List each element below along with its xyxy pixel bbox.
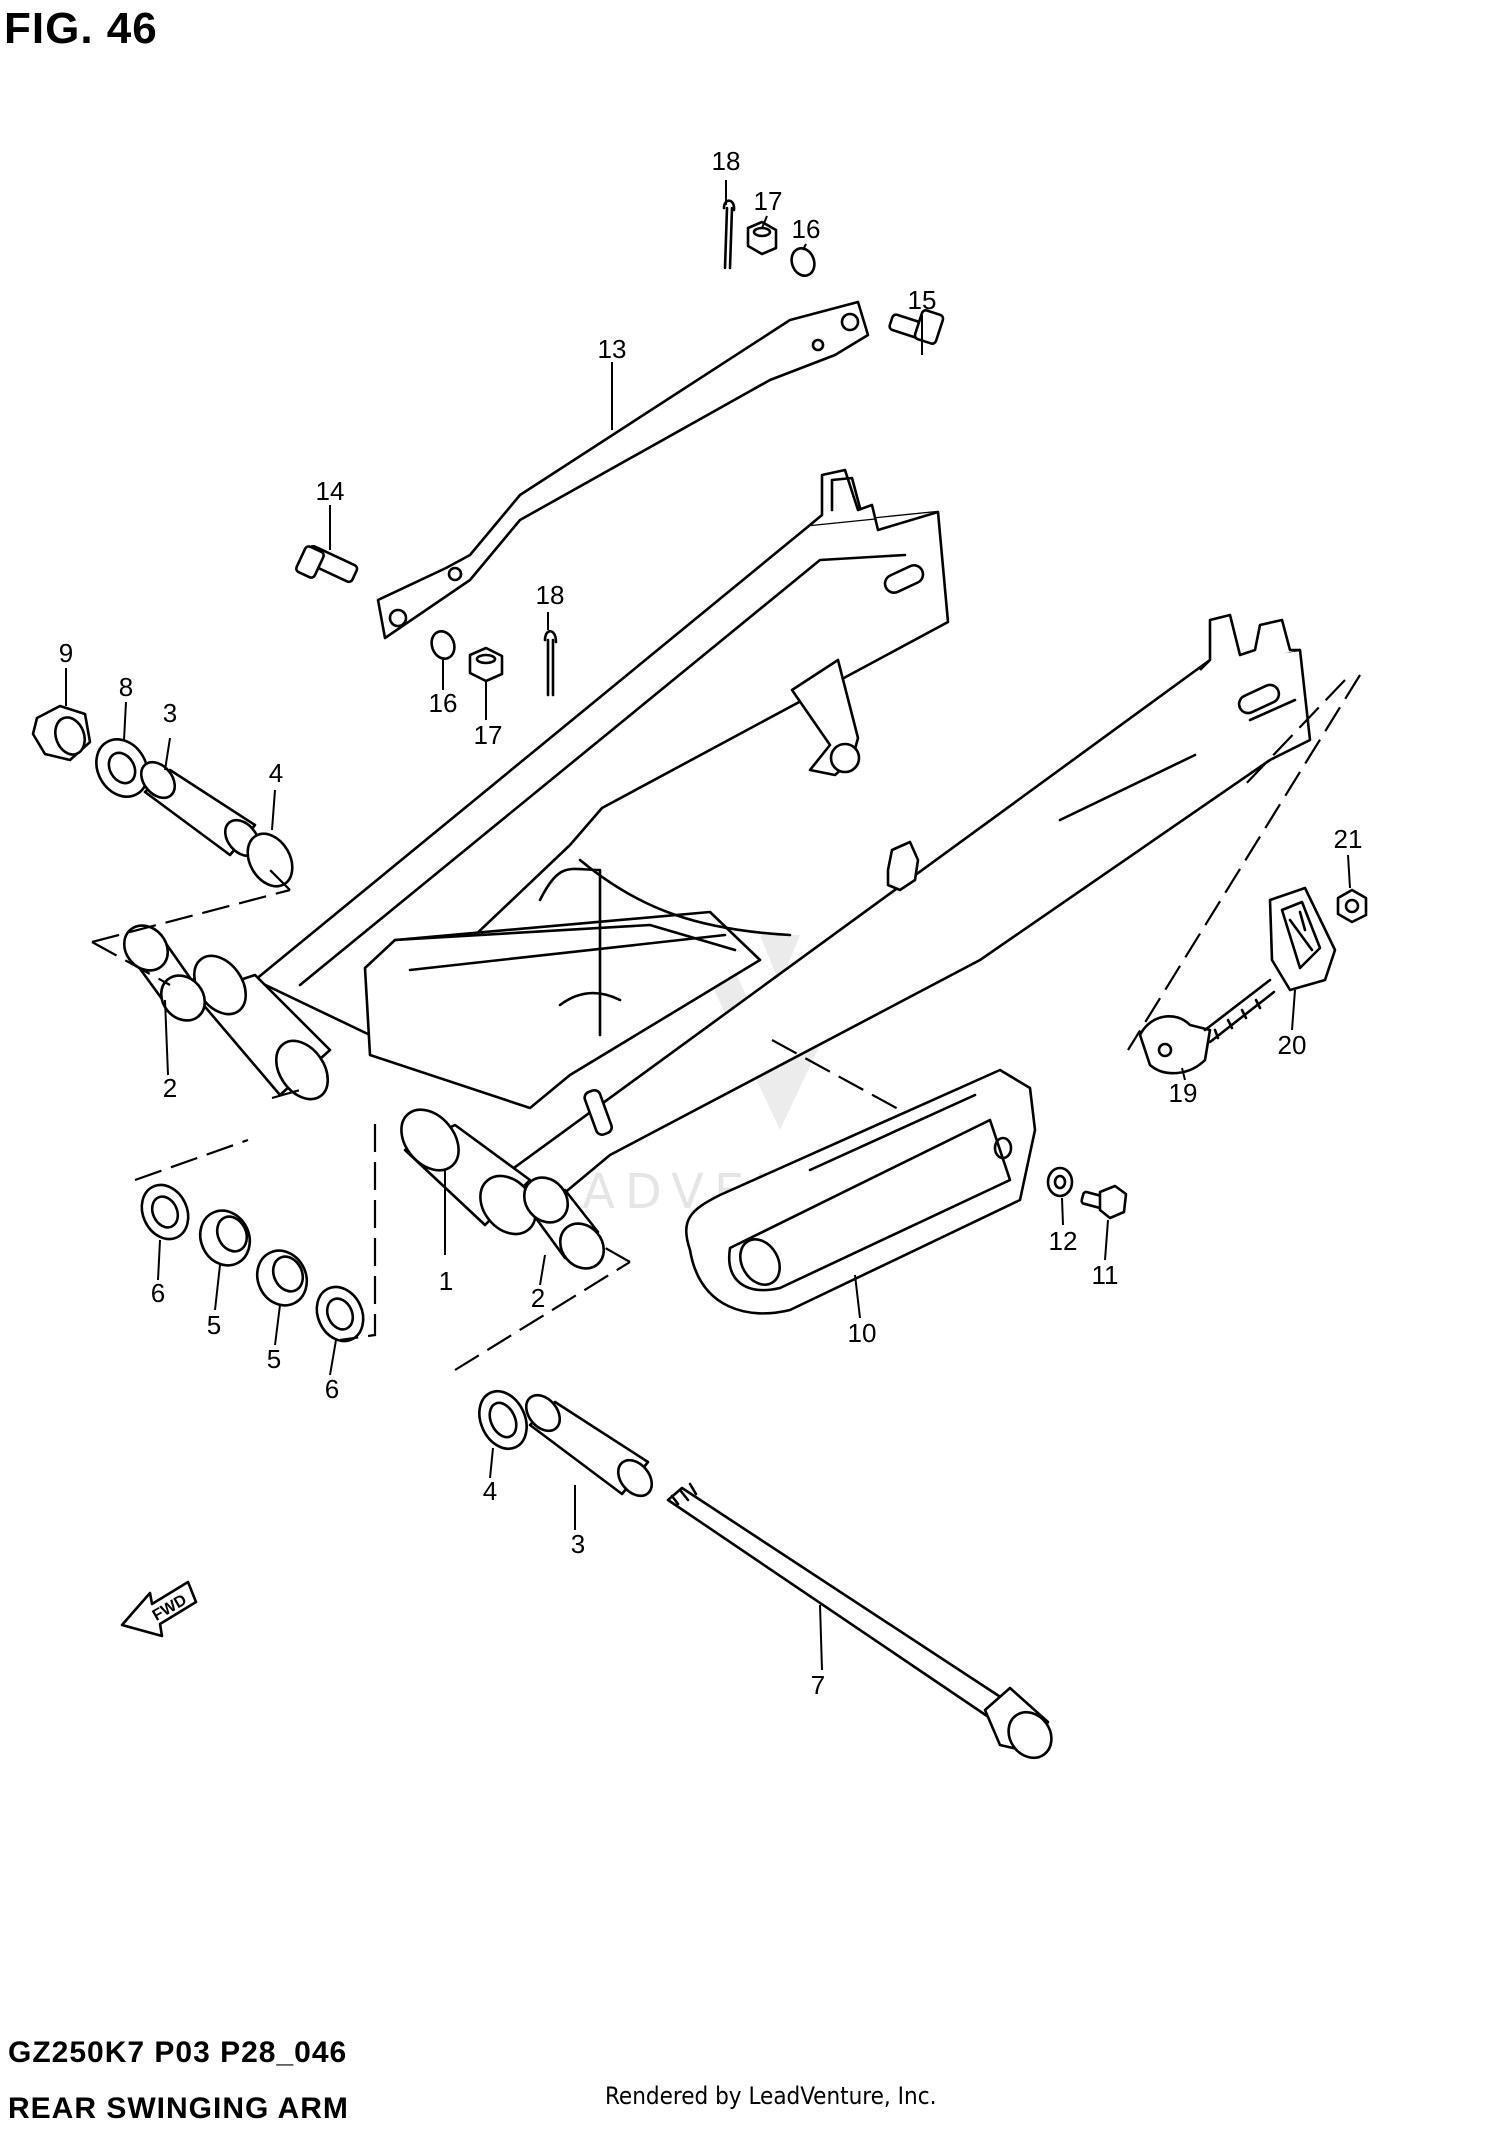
callout-label: 9 bbox=[59, 638, 73, 668]
pivot-shaft-7-icon bbox=[666, 1482, 1053, 1760]
callout-label: 18 bbox=[712, 146, 741, 176]
nut-17-lower-icon bbox=[468, 646, 504, 683]
callout-label: 12 bbox=[1049, 1226, 1078, 1256]
model-code: GZ250K7 P03 P28_046 bbox=[8, 2036, 348, 2069]
callout-label: 16 bbox=[429, 688, 458, 718]
callout-label: 17 bbox=[474, 720, 503, 750]
callout-label: 4 bbox=[483, 1476, 497, 1506]
adjuster-plate-20-icon bbox=[1268, 886, 1337, 992]
callout-leaders bbox=[65, 180, 1351, 1671]
swing-arm-body bbox=[192, 468, 1312, 1236]
callout-labels: 1 2 2 3 3 4 4 5 5 6 6 7 8 9 10 11 12 13 … bbox=[59, 146, 1363, 1700]
callout-label: 16 bbox=[792, 214, 821, 244]
callout-label: 15 bbox=[908, 285, 937, 315]
callout-label: 6 bbox=[151, 1278, 165, 1308]
washer-6-right-icon bbox=[315, 1285, 365, 1343]
callout-label: 5 bbox=[267, 1344, 281, 1374]
cotter-pin-18-upper-icon bbox=[722, 199, 736, 270]
callout-label: 21 bbox=[1334, 824, 1363, 854]
bushing-5-left-icon bbox=[198, 1209, 252, 1267]
callout-label: 8 bbox=[119, 672, 133, 702]
washer-4-lower-icon bbox=[478, 1389, 528, 1451]
chain-case-10 bbox=[684, 1068, 1037, 1315]
washer-12-icon bbox=[1046, 1166, 1074, 1198]
section-name: REAR SWINGING ARM bbox=[8, 2092, 349, 2125]
render-credit: Rendered by LeadVenture, Inc. bbox=[605, 2082, 937, 2110]
forward-direction-arrow-icon: FWD bbox=[120, 1580, 198, 1638]
bolt-11-icon bbox=[1080, 1184, 1128, 1220]
bushing-5-right-icon bbox=[255, 1249, 309, 1307]
washer-16-lower-icon bbox=[430, 630, 456, 660]
cotter-pin-18-lower-icon bbox=[543, 629, 558, 697]
bushing-2-upper-icon bbox=[122, 924, 207, 1022]
callout-label: 6 bbox=[325, 1374, 339, 1404]
callout-label: 4 bbox=[269, 758, 283, 788]
callout-label: 2 bbox=[531, 1283, 545, 1313]
collar-3-upper-icon bbox=[139, 760, 261, 858]
callout-label: 5 bbox=[207, 1310, 221, 1340]
nut-21-icon bbox=[1336, 888, 1368, 924]
collar-3-lower-icon bbox=[524, 1393, 654, 1498]
callout-label: 19 bbox=[1169, 1078, 1198, 1108]
callout-label: 20 bbox=[1278, 1030, 1307, 1060]
torque-link bbox=[376, 300, 870, 640]
washer-8-icon bbox=[95, 738, 149, 798]
callout-label: 13 bbox=[598, 334, 627, 364]
bolt-14-icon bbox=[295, 544, 359, 584]
callout-label: 11 bbox=[1092, 1260, 1119, 1290]
callout-label: 2 bbox=[163, 1073, 177, 1103]
callout-label: 3 bbox=[163, 698, 177, 728]
nut-9-icon bbox=[31, 704, 92, 762]
callout-label: 14 bbox=[316, 476, 345, 506]
callout-label: 1 bbox=[439, 1266, 453, 1296]
callout-label: 10 bbox=[848, 1318, 877, 1348]
callout-label: 3 bbox=[571, 1529, 585, 1559]
callout-label: 7 bbox=[811, 1670, 825, 1700]
assembly-reference-lines bbox=[91, 674, 1361, 1371]
figure-title: FIG. 46 bbox=[4, 4, 158, 53]
chain-adjuster-19-icon bbox=[1138, 978, 1276, 1075]
washer-16-upper-icon bbox=[790, 247, 816, 277]
bushing-2-lower-icon bbox=[522, 1176, 606, 1270]
callout-label: 17 bbox=[754, 186, 783, 216]
washer-6-left-icon bbox=[140, 1183, 190, 1241]
callout-label: 18 bbox=[536, 580, 565, 610]
